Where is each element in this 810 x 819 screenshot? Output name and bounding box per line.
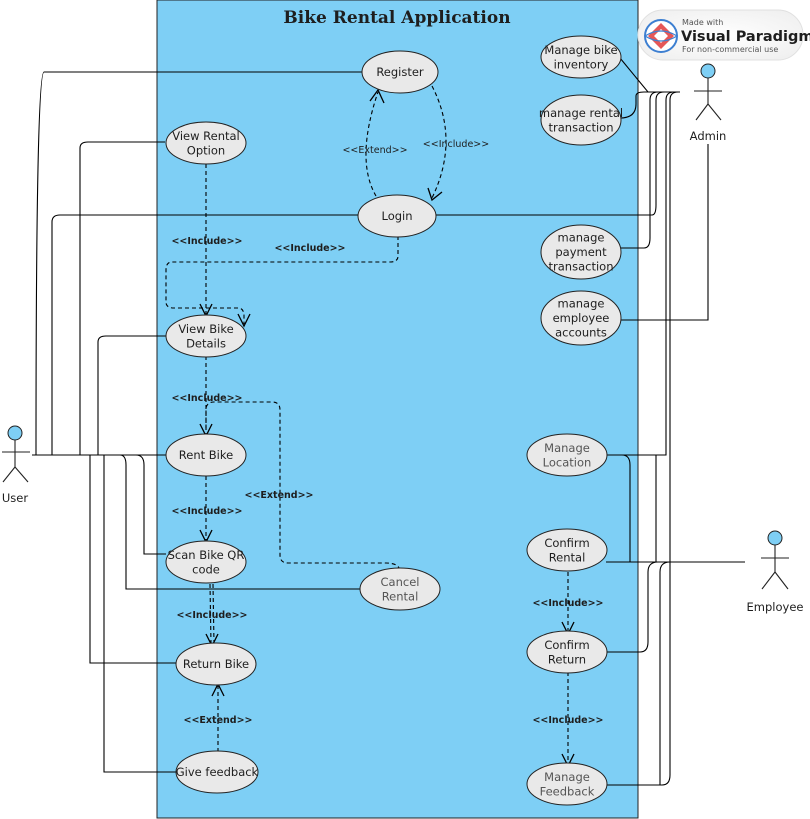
- label-cancel-extends-rent: <<Extend>>: [244, 490, 313, 501]
- use-case-return-bike-label-line: Return Bike: [183, 657, 249, 671]
- use-case-register[interactable]: Register: [361, 50, 439, 94]
- use-case-rent-bike-label-line: Rent Bike: [179, 448, 233, 462]
- use-case-manage-bike-inventory-label-line: Manage bike: [544, 43, 617, 57]
- use-case-view-bike-details-label-line: Details: [186, 336, 226, 350]
- use-case-manage-employee-accounts-label-line: manage: [558, 297, 605, 311]
- use-case-manage-payment-transaction-label-line: manage: [558, 231, 605, 245]
- use-case-confirm-return-label-line: Return: [548, 652, 586, 666]
- use-case-scan-bike-qr-code-shape: [165, 540, 247, 584]
- visual-paradigm-watermark: Made with Visual Paradigm For non-commer…: [637, 9, 810, 61]
- visual-paradigm-logo-icon: [644, 19, 678, 53]
- actor-admin-label: Admin: [690, 129, 727, 143]
- use-case-return-bike-shape: [175, 642, 257, 686]
- use-case-manage-feedback-shape: [526, 762, 608, 806]
- use-case-manage-rental-transaction-shape: [540, 94, 622, 146]
- use-case-manage-location-shape: [526, 433, 608, 477]
- use-case-give-feedback-shape: [175, 750, 259, 794]
- label-feedback-extends-return: <<Extend>>: [183, 715, 252, 726]
- use-case-rent-bike[interactable]: Rent Bike: [165, 433, 247, 477]
- use-case-confirm-return-label-line: Confirm: [544, 638, 589, 652]
- label-login-extends-register: <<Extend>>: [342, 145, 407, 156]
- use-case-manage-employee-accounts-label-line: employee: [553, 311, 610, 325]
- label-rent-includes-scan: <<Include>>: [171, 506, 242, 517]
- use-case-view-rental-option-label-line: Option: [187, 143, 225, 157]
- watermark-brand: Visual Paradigm: [681, 29, 810, 45]
- use-case-give-feedback[interactable]: Give feedback: [175, 750, 259, 794]
- actor-user[interactable]: User: [2, 425, 30, 505]
- use-case-manage-location-label-line: Location: [543, 455, 592, 469]
- use-case-manage-rental-transaction-label-line: transaction: [549, 120, 614, 134]
- use-case-rent-bike-shape: [165, 433, 247, 477]
- use-case-view-bike-details-shape: [165, 314, 247, 358]
- label-confirm-rental-includes-confirm-return: <<Include>>: [532, 598, 603, 609]
- use-case-register-shape: [361, 50, 439, 94]
- use-case-manage-payment-transaction-shape: [540, 224, 622, 280]
- use-case-view-rental-option-shape: [165, 121, 247, 165]
- use-case-register-label-line: Register: [376, 65, 424, 79]
- watermark-non-commercial: For non-commercial use: [682, 45, 778, 54]
- use-case-return-bike[interactable]: Return Bike: [175, 642, 257, 686]
- use-case-manage-feedback-label-line: Manage: [544, 770, 590, 784]
- use-case-confirm-return-shape: [526, 630, 608, 674]
- use-case-manage-feedback-label-line: Feedback: [540, 784, 595, 798]
- use-case-manage-payment-transaction-label-line: payment: [555, 245, 607, 259]
- use-case-give-feedback-label-line: Give feedback: [176, 765, 259, 779]
- system-title: Bike Rental Application: [283, 8, 510, 28]
- user-associations: [32, 71, 362, 773]
- use-case-scan-bike-qr-code-label-line: Scan Bike QR: [168, 548, 245, 562]
- actor-employee[interactable]: Employee: [747, 530, 804, 614]
- use-case-manage-bike-inventory-shape: [540, 35, 622, 79]
- watermark-made-with: Made with: [682, 18, 723, 27]
- use-case-manage-payment-transaction-label-line: transaction: [549, 260, 614, 274]
- use-case-manage-bike-inventory-label-line: inventory: [554, 57, 609, 71]
- actor-employee-label: Employee: [747, 600, 804, 614]
- relation-labels: <<Extend>> <<Include>> <<Include>> <<Inc…: [171, 139, 603, 726]
- use-case-login[interactable]: Login: [357, 194, 437, 238]
- use-case-manage-employee-accounts-shape: [540, 290, 622, 346]
- use-case-cancel-rental-shape: [359, 567, 441, 611]
- use-case-confirm-rental-label-line: Confirm: [544, 536, 589, 550]
- label-scan-includes-return: <<Include>>: [176, 610, 247, 621]
- use-case-login-shape: [357, 194, 437, 238]
- admin-associations: [436, 57, 709, 786]
- use-case-manage-rental-transaction-label-line: manage rental: [539, 106, 623, 120]
- label-view-bike-includes-rent: <<Include>>: [171, 393, 242, 404]
- label-register-includes-login: <<Include>>: [423, 139, 489, 150]
- label-login-includes-view-bike: <<Include>>: [274, 243, 345, 254]
- use-case-confirm-rental-shape: [526, 528, 608, 572]
- actor-admin[interactable]: Admin: [690, 63, 727, 143]
- use-case-login-label-line: Login: [381, 209, 412, 223]
- use-case-manage-location-label-line: Manage: [544, 441, 590, 455]
- use-case-manage-employee-accounts-label-line: accounts: [555, 326, 607, 340]
- actor-user-label: User: [2, 491, 28, 505]
- use-case-view-rental-option-label-line: View Rental: [172, 129, 240, 143]
- use-case-cancel-rental-label-line: Cancel: [381, 575, 420, 589]
- dependencies: [165, 85, 575, 768]
- use-case-scan-bike-qr-code-label-line: code: [192, 562, 220, 576]
- use-case-view-bike-details-label-line: View Bike: [178, 322, 233, 336]
- label-confirm-return-includes-manage-feedback: <<Include>>: [532, 715, 603, 726]
- employee-associations: [606, 454, 745, 786]
- label-view-rental-includes-view-bike: <<Include>>: [171, 236, 242, 247]
- use-case-confirm-rental-label-line: Rental: [549, 550, 586, 564]
- use-case-cancel-rental-label-line: Rental: [382, 589, 419, 603]
